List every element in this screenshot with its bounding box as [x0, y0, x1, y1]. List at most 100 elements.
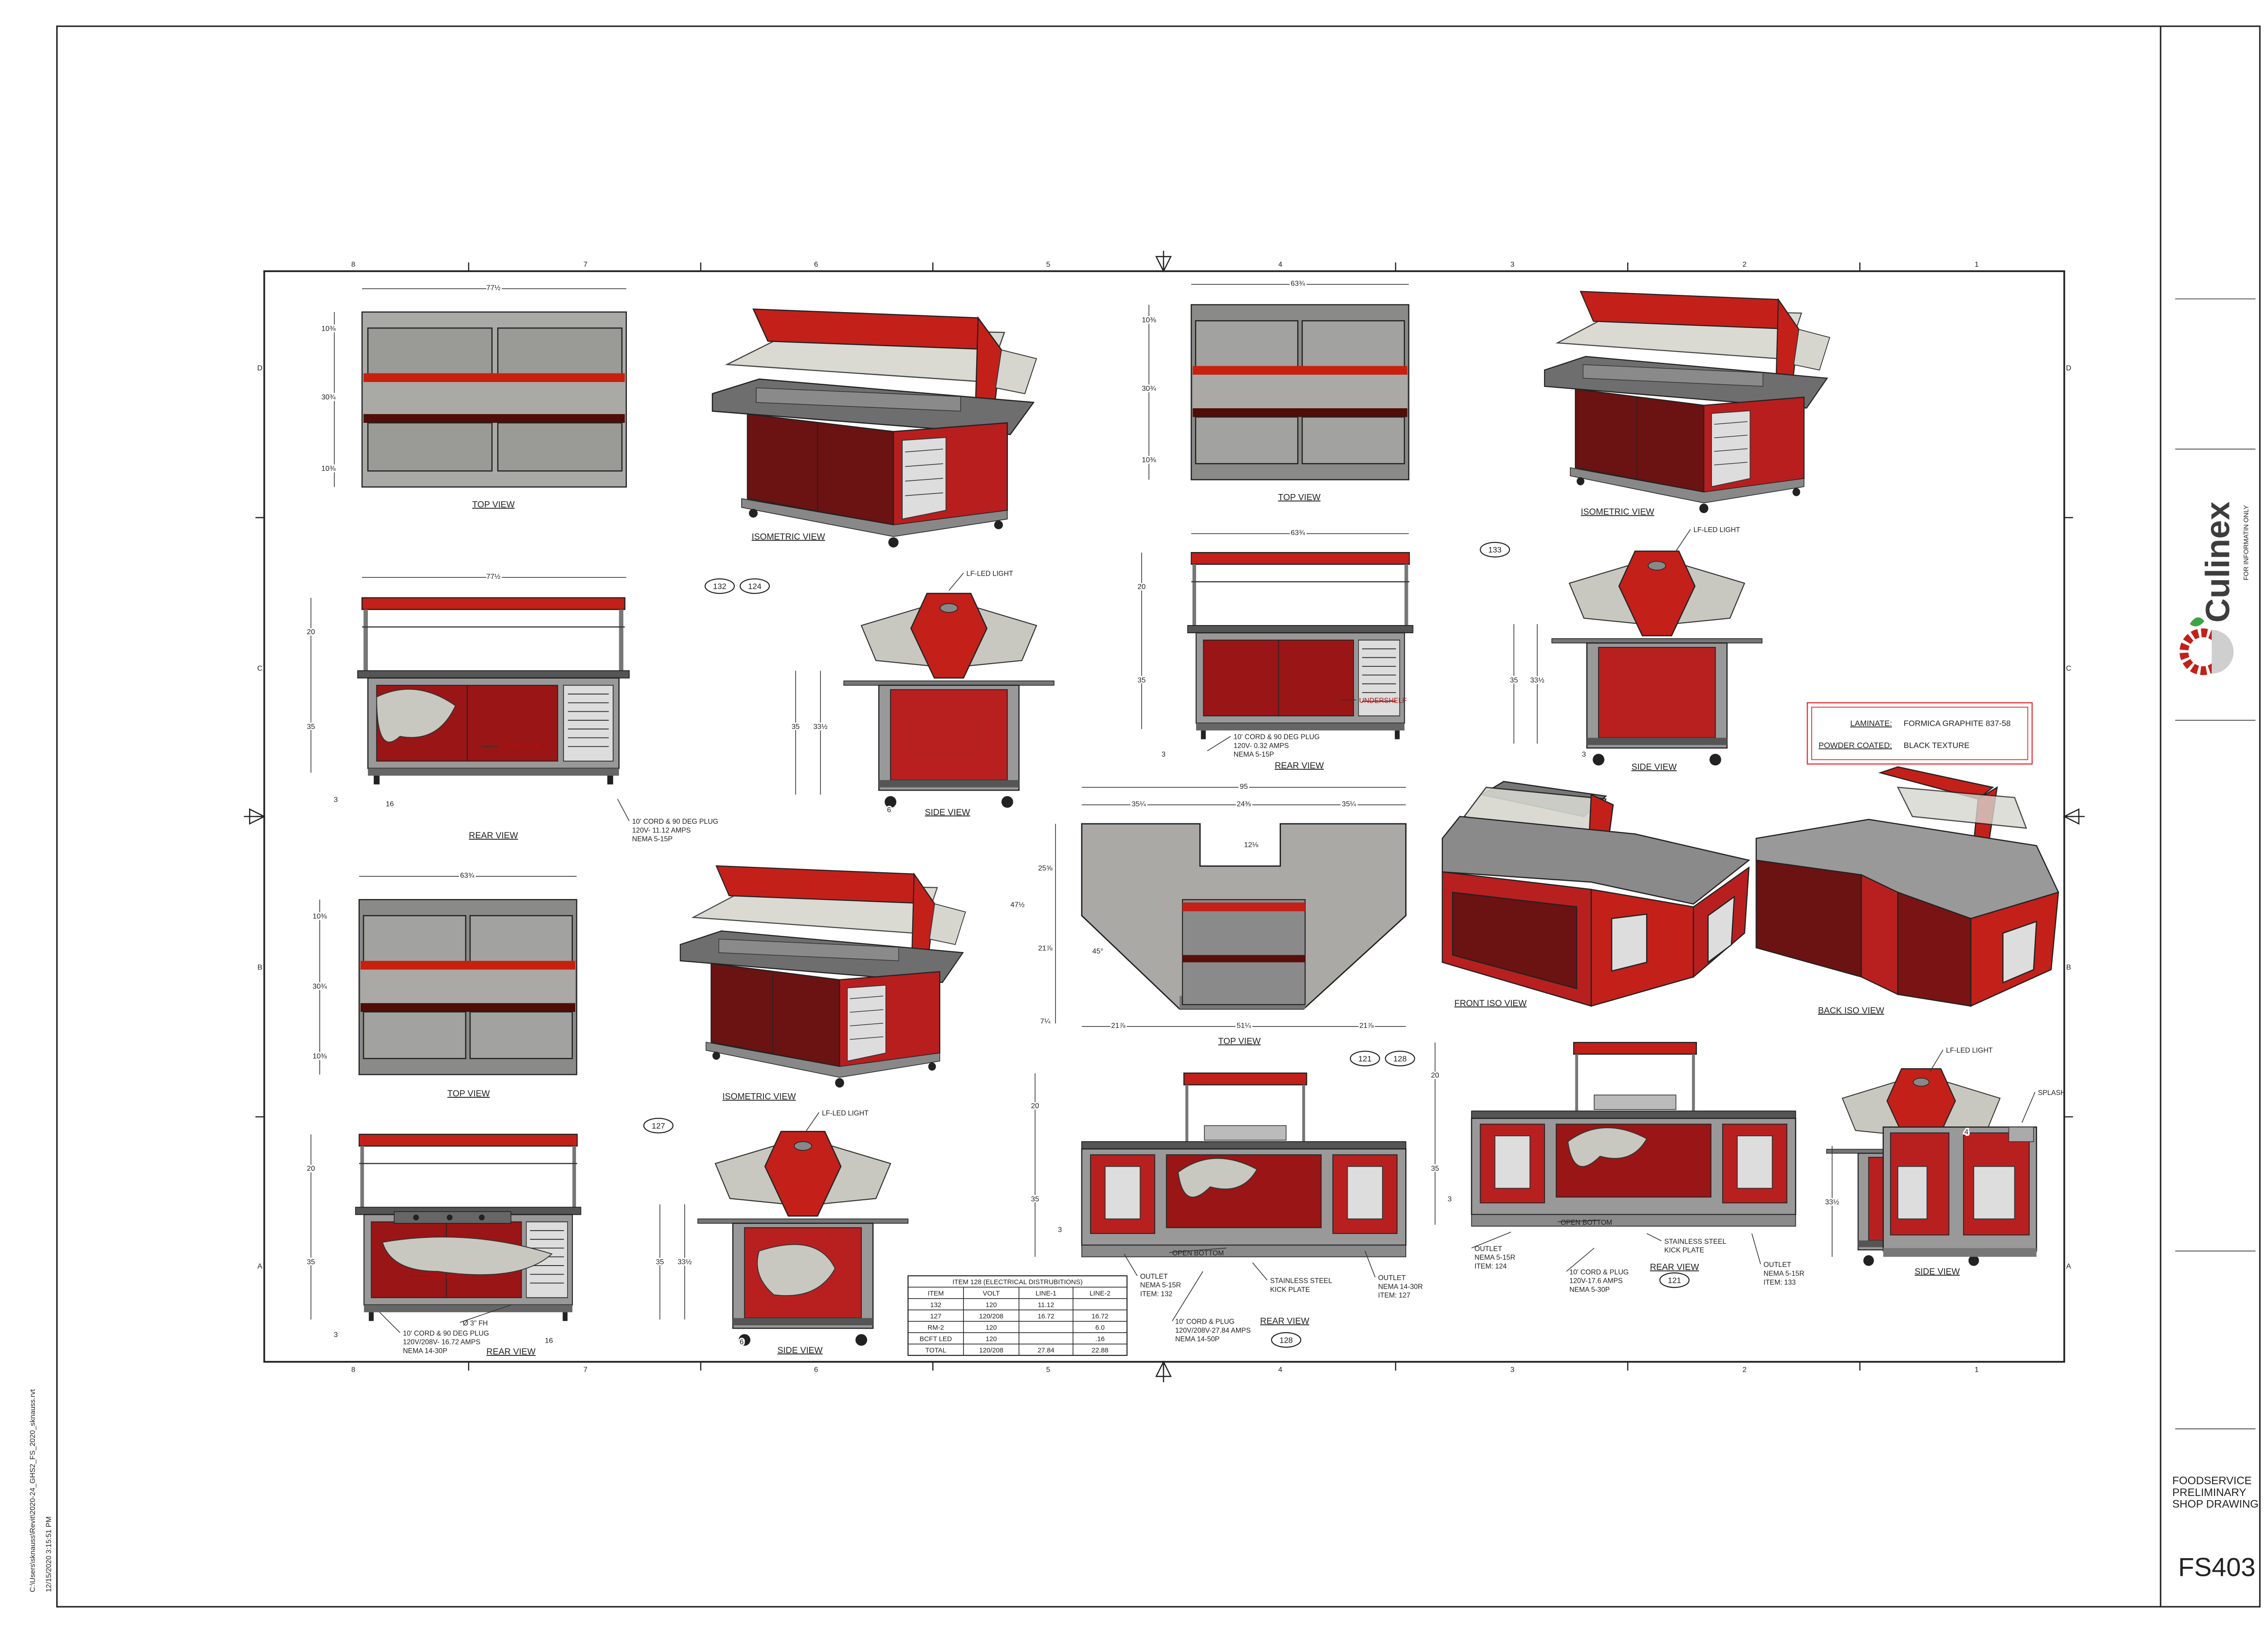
item-tag-bubble: [1480, 542, 1510, 557]
dimension-label: 45°: [1092, 947, 1103, 955]
dimension-label: 3: [1582, 750, 1586, 758]
powder-coated-label: POWDER COATED:: [1818, 741, 1892, 750]
table-cell: 120: [986, 1301, 997, 1309]
callout-text: 120V- 0.32 AMPS: [1234, 742, 1289, 750]
item-tag-number: 128: [1280, 1335, 1293, 1345]
callout-text: KICK PLATE: [1270, 1286, 1310, 1294]
view-title: FRONT ISO VIEW: [1454, 999, 1527, 1008]
side-view-127: [697, 1130, 909, 1347]
callout-text: OUTLET: [1140, 1273, 1168, 1281]
dimension-label: 10⅜: [321, 325, 336, 333]
callout-text: NEMA 5-15P: [1234, 751, 1274, 758]
callout-text: OUTLET: [1764, 1261, 1791, 1269]
rear-view-128: [1081, 1072, 1407, 1258]
table-cell: 127: [930, 1313, 942, 1320]
grid-column-label: 4: [1278, 260, 1282, 269]
top-view-128: [1081, 823, 1407, 1010]
table-cell: 6.0: [1095, 1324, 1105, 1331]
title-block-rules: [2175, 298, 2256, 1429]
dimension-label: 20: [1138, 583, 1146, 591]
sheet-number: FS403: [2178, 1553, 2256, 1582]
item-tag-bubble: [1385, 1051, 1415, 1066]
view-title: SIDE VIEW: [1915, 1267, 1960, 1276]
dimension-label: 35: [1510, 676, 1518, 684]
table-cell: 120/208: [979, 1313, 1003, 1320]
callout-text: SPLASH: [2038, 1089, 2066, 1097]
dimension-label: 35¼: [1132, 800, 1146, 808]
rear-undershelf-shapes: [376, 689, 836, 1296]
view-title: SIDE VIEW: [1632, 763, 1677, 772]
gear-apple-icon: [2180, 617, 2234, 675]
grid-column-label: 6: [814, 1366, 818, 1374]
leader-line: [1207, 736, 1231, 752]
dimension-label: 3: [1058, 1226, 1062, 1234]
table-header: LINE-1: [1036, 1290, 1056, 1297]
grid-row-label: A: [2066, 1262, 2071, 1270]
dimension-label: 35: [307, 723, 315, 731]
leader-line: [1169, 1247, 1227, 1253]
view-title: ISOMETRIC VIEW: [1581, 508, 1655, 517]
dimension-label: 10⅜: [1142, 316, 1156, 324]
callout-text: UNDERSHELF: [413, 1273, 461, 1281]
item-tag-bubble: [1659, 1272, 1690, 1288]
grid-row-label: B: [2066, 963, 2071, 972]
callout-text: 10' CORD & 90 DEG PLUG: [1234, 733, 1320, 741]
table-cell: BCFT LED: [919, 1336, 952, 1343]
callout-text: 10' CORD & 90 DEG PLUG: [403, 1330, 489, 1337]
table-cell: .16: [1095, 1336, 1105, 1343]
top-view-133: [1190, 304, 1410, 480]
callout-text: LF-LED LIGHT: [1946, 1047, 1993, 1055]
dimension-label: 4: [1965, 1128, 1969, 1136]
callout-text: 120V- 11.12 AMPS: [632, 826, 691, 834]
culinex-logo: Culinex FOR INFORMATIN ONLY: [2180, 501, 2250, 675]
view-title: REAR VIEW: [469, 831, 518, 841]
leader-line: [1930, 1049, 1944, 1072]
table-cell: 11.12: [1038, 1301, 1054, 1309]
dimension-label: 30¾: [321, 393, 336, 401]
dimension-label: 21⅞: [1359, 1022, 1374, 1030]
side-view-132: [843, 592, 1055, 809]
callout-text: NEMA 14-30P: [403, 1347, 447, 1355]
item-tag-number: 121: [1668, 1276, 1681, 1285]
rear-view-127: [355, 1134, 582, 1322]
callout-text: 120V-17.6 AMPS: [1569, 1277, 1623, 1285]
table-header: ITEM: [928, 1290, 943, 1297]
item-tag-number: 132: [713, 582, 727, 591]
leader-line: [379, 1312, 401, 1333]
grid-row-label: C: [257, 665, 263, 673]
item-tag-bubble: [1349, 1051, 1380, 1066]
item-tag-bubble: [704, 578, 735, 594]
view-title: SIDE VIEW: [777, 1346, 823, 1355]
leader-line: [617, 799, 630, 821]
table-cell: TOTAL: [925, 1347, 946, 1354]
item-tag-number: 133: [1488, 545, 1502, 554]
view-title: TOP VIEW: [447, 1089, 490, 1099]
dimension-label: 77½: [486, 572, 500, 581]
grid-column-label: 5: [1046, 260, 1050, 269]
callout-text: 120V/208V-27.84 AMPS: [1175, 1327, 1251, 1335]
item-tag-number: 124: [748, 582, 762, 591]
callout-text: STAINLESS STEEL: [1664, 1238, 1726, 1246]
view-title: SIDE VIEW: [925, 808, 971, 817]
dimension-label: 20: [1431, 1071, 1439, 1079]
view-title: TOP VIEW: [1218, 1037, 1261, 1046]
view-title: ISOMETRIC VIEW: [752, 532, 826, 542]
drawing-title-line-1: FOODSERVICE: [2172, 1475, 2252, 1487]
dimension-label: 35: [656, 1258, 664, 1266]
leader-line: [1364, 1251, 1376, 1278]
callout-text: ITEM: 132: [1140, 1291, 1173, 1298]
grid-column-label: 1: [1975, 1366, 1979, 1374]
callout-text: NEMA 5-30P: [1569, 1286, 1610, 1294]
table-cell: 120: [986, 1324, 997, 1331]
dimension-label: 63¾: [460, 871, 474, 880]
dimension-label: 20: [307, 628, 315, 636]
leader-line: [948, 572, 964, 591]
center-arrow-icons: [244, 250, 2085, 1383]
grid-column-label: 4: [1278, 1366, 1282, 1374]
callout-text: ITEM: 127: [1378, 1292, 1410, 1300]
dimension-label: 24⅜: [1237, 800, 1251, 808]
callout-text: Ø 3" FH: [463, 1320, 488, 1327]
table-cell: 27.84: [1037, 1347, 1054, 1354]
callout-text: NEMA 5-15R: [1140, 1281, 1181, 1289]
